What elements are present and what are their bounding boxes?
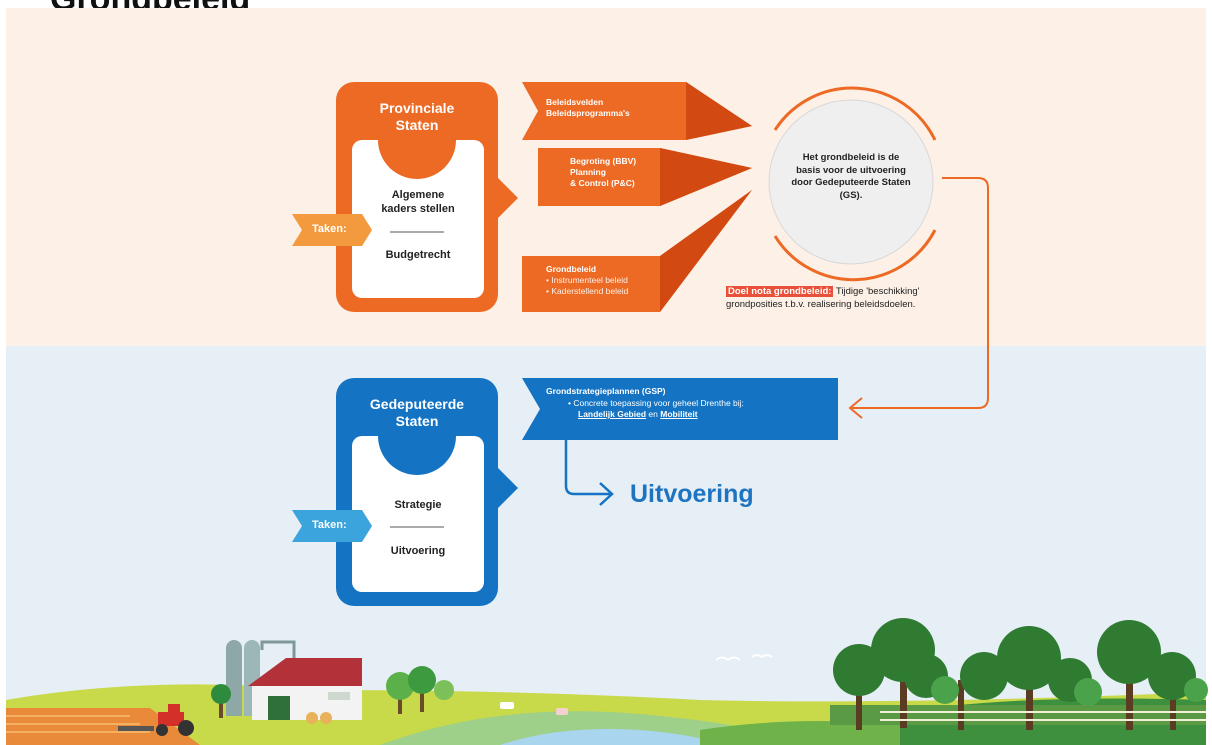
- doel-nota: Doel nota grondbeleid: Tijdige 'beschikk…: [726, 285, 919, 311]
- provinciale-task1-line2: kaders stellen: [381, 203, 455, 215]
- gsp-title: Grondstrategieplannen (GSP): [546, 386, 666, 396]
- gsp-banner: [522, 378, 838, 440]
- doel-text1: Tijdige 'beschikking': [835, 286, 920, 297]
- gedeputeerde-taken-tab: [292, 510, 372, 542]
- gedeputeerde-staten-title: Gedeputeerde Staten: [336, 396, 498, 430]
- provinciale-staten-title: Provinciale Staten: [336, 100, 498, 134]
- gedeputeerde-title-line1: Gedeputeerde: [369, 396, 465, 412]
- gsp-link-mobiliteit: Mobiliteit: [660, 409, 698, 419]
- provinciale-taken-tab: [292, 214, 372, 246]
- provinciale-title-line1: Provinciale: [379, 100, 455, 116]
- grondbeleid-circle: [759, 86, 943, 282]
- gsp-link-landelijk: Landelijk Gebied: [578, 409, 647, 419]
- gedeputeerde-task1: Strategie: [394, 499, 442, 511]
- provinciale-taken-label: Taken:: [312, 223, 347, 235]
- doel-highlight: Doel nota grondbeleid:: [726, 286, 834, 297]
- circle-text: Het grondbeleid is de basis voor de uitv…: [776, 152, 926, 202]
- connector-line: [848, 177, 989, 419]
- gedeputeerde-title-line2: Staten: [395, 413, 439, 429]
- provinciale-title-line2: Staten: [395, 117, 439, 133]
- provinciale-task1-line1: Algemene: [391, 189, 445, 201]
- gedeputeerde-taken-label: Taken:: [312, 519, 347, 531]
- gedeputeerde-task2: Uitvoering: [390, 545, 446, 557]
- landscape-illustration: [6, 618, 1208, 745]
- provinciale-task2: Budgetrecht: [385, 249, 451, 261]
- arrow3-line1: Grondbeleid: [546, 264, 597, 274]
- arrow2-line2: Planning: [570, 167, 606, 177]
- arrow-beleidsvelden-text: Beleidsvelden Beleidsprogramma's: [546, 97, 630, 119]
- doel-text2: grondposities t.b.v. realisering beleids…: [726, 299, 916, 310]
- arrow3-bullet1: • Instrumenteel beleid: [546, 275, 628, 285]
- arrow-beleidsvelden: [522, 82, 752, 140]
- circle-line2: basis voor de uitvoering: [796, 164, 906, 176]
- provinciale-task1: Algemene kaders stellen: [352, 188, 484, 216]
- gsp-connector: en: [648, 409, 658, 419]
- arrow-grondbeleid-text: Grondbeleid • Instrumenteel beleid • Kad…: [546, 264, 628, 297]
- uitvoering-arrow: [564, 440, 614, 506]
- arrow2-line3: & Control (P&C): [570, 178, 635, 188]
- gsp-bullet: • Concrete toepassing voor geheel Drenth…: [568, 397, 744, 408]
- arrow1-line2: Beleidsprogramma's: [546, 108, 630, 118]
- gedeputeerde-staten-panel: [336, 378, 518, 606]
- arrow-begroting: [538, 148, 752, 206]
- circle-line4: (GS).: [839, 189, 863, 201]
- circle-line3: door Gedeputeerde Staten: [791, 177, 911, 188]
- uitvoering-label: Uitvoering: [630, 480, 754, 508]
- gsp-text: Grondstrategieplannen (GSP) • Concrete t…: [546, 386, 744, 421]
- provinciale-staten-panel: [336, 82, 518, 312]
- arrow1-line1: Beleidsvelden: [546, 97, 604, 107]
- arrow-begroting-text: Begroting (BBV) Planning & Control (P&C): [570, 156, 636, 189]
- arrow2-line1: Begroting (BBV): [570, 156, 637, 166]
- circle-line1: Het grondbeleid is de: [802, 152, 900, 163]
- arrow3-bullet2: • Kaderstellend beleid: [546, 286, 629, 296]
- arrow-grondbeleid: [522, 190, 752, 312]
